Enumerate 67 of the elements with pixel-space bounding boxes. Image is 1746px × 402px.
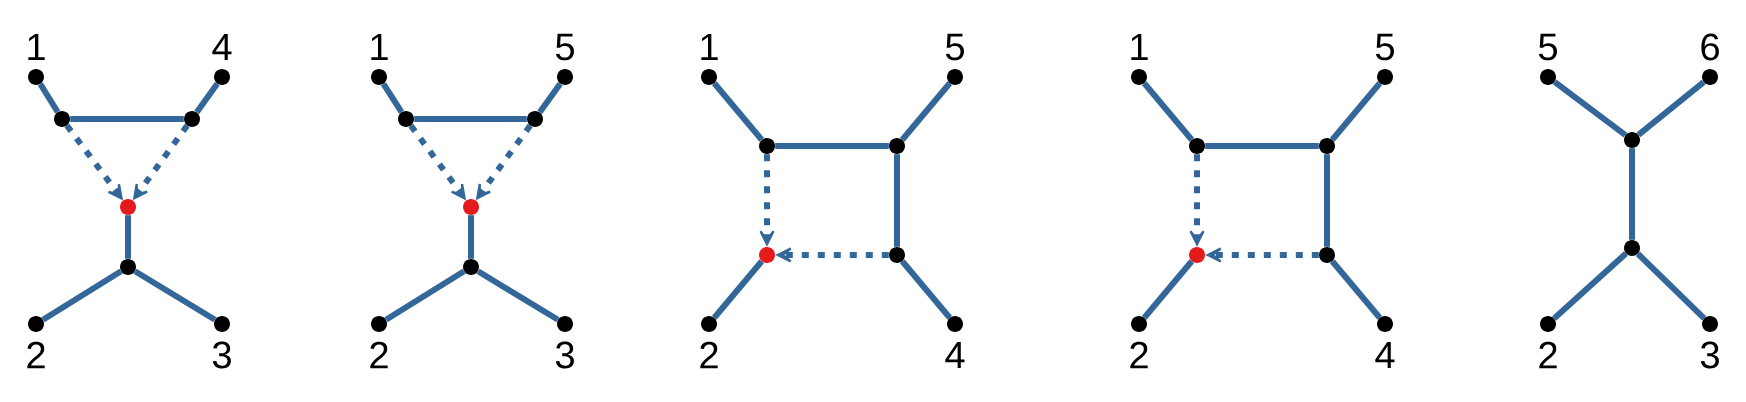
edge-line bbox=[1205, 143, 1319, 149]
vertex-label: 1 bbox=[28, 33, 45, 61]
vertex-label: 5 bbox=[1538, 33, 1557, 61]
edge-line bbox=[1324, 154, 1330, 247]
vertex-dot bbox=[1319, 247, 1335, 263]
edge-line bbox=[1142, 259, 1195, 320]
vertex-label: 3 bbox=[555, 341, 574, 369]
edge-line bbox=[894, 154, 900, 247]
edge-line bbox=[900, 81, 953, 142]
vertex-label: 2 bbox=[27, 341, 45, 369]
edge-line bbox=[476, 268, 560, 323]
vertex-label: 2 bbox=[370, 341, 388, 369]
edge-line bbox=[125, 215, 131, 259]
edge-line bbox=[414, 116, 527, 122]
vertex-label: 5 bbox=[1375, 33, 1394, 61]
edge-line bbox=[37, 82, 61, 114]
vertex-label: 1 bbox=[1131, 33, 1148, 61]
vertex-label: 3 bbox=[1700, 341, 1719, 369]
vertex-label: 4 bbox=[1375, 341, 1395, 369]
edge-line bbox=[1635, 251, 1707, 321]
vertex-dot bbox=[398, 111, 414, 127]
vertex-dot bbox=[1189, 247, 1205, 263]
edge-line bbox=[1330, 259, 1383, 320]
edge-line bbox=[70, 116, 184, 122]
vertex-dot bbox=[463, 259, 479, 275]
edge-line bbox=[775, 143, 889, 149]
vertex-dot bbox=[527, 111, 543, 127]
vertex-label: 1 bbox=[701, 33, 718, 61]
vertex-label: 1 bbox=[371, 33, 388, 61]
vertex-dot bbox=[54, 111, 70, 127]
edge-line bbox=[712, 259, 765, 320]
edge-line bbox=[194, 81, 220, 115]
vertex-label: 5 bbox=[555, 33, 574, 61]
edge-line bbox=[380, 82, 405, 114]
vertex-dot bbox=[889, 247, 905, 263]
edge-line bbox=[1330, 81, 1383, 142]
vertex-dot bbox=[759, 138, 775, 154]
vertex-dot bbox=[1624, 240, 1640, 256]
vertex-dot bbox=[889, 138, 905, 154]
vertex-label: 6 bbox=[1701, 33, 1719, 61]
edge-line bbox=[900, 259, 953, 320]
vertex-dot bbox=[1624, 132, 1640, 148]
vertex-label: 2 bbox=[1130, 341, 1148, 369]
vertex-label: 4 bbox=[945, 341, 965, 369]
vertex-dot bbox=[184, 111, 200, 127]
edge-line bbox=[41, 268, 123, 323]
vertex-label: 3 bbox=[212, 341, 231, 369]
edge-line bbox=[1552, 251, 1628, 321]
vertex-dot bbox=[120, 199, 136, 215]
vertex-dot bbox=[120, 259, 136, 275]
vertex-dot bbox=[759, 247, 775, 263]
edge-line bbox=[1142, 81, 1195, 142]
vertex-label: 2 bbox=[700, 341, 718, 369]
vertex-label: 5 bbox=[945, 33, 964, 61]
edge-line bbox=[537, 81, 563, 115]
vertex-dot bbox=[1319, 138, 1335, 154]
edge-line bbox=[1552, 79, 1628, 138]
edge-line bbox=[384, 268, 466, 323]
edge-line bbox=[468, 215, 474, 259]
vertex-label: 2 bbox=[1539, 341, 1557, 369]
edge-line bbox=[712, 81, 765, 142]
edge-line bbox=[133, 268, 217, 323]
edge-line bbox=[1636, 79, 1706, 138]
edge-line bbox=[1629, 148, 1635, 240]
vertex-dot bbox=[463, 199, 479, 215]
vertex-label: 4 bbox=[212, 33, 232, 61]
vertex-dot bbox=[1189, 138, 1205, 154]
